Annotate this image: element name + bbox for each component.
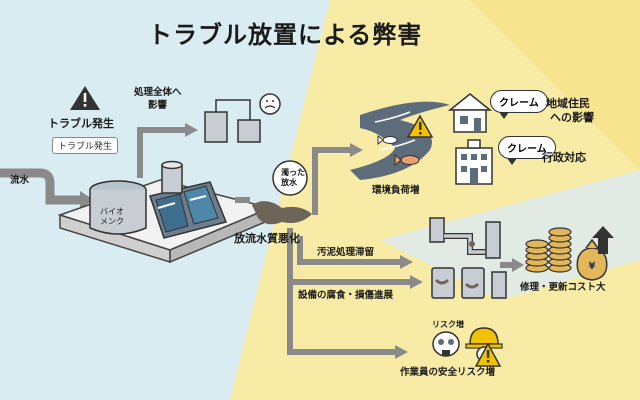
factory-icon: [204, 93, 281, 143]
arrow-equipment-head: [410, 275, 423, 289]
building-icon: [455, 139, 493, 185]
arrow-environment: [312, 147, 350, 215]
turbid-water: [252, 201, 312, 225]
svg-text:¥: ¥: [589, 261, 596, 272]
claim-bubble-2: クレーム: [498, 136, 556, 165]
bio-label-1: バイオ: [100, 207, 124, 216]
turbid-bubble: [272, 160, 308, 196]
fish-icon-2: [394, 153, 420, 167]
environment-label: 環境負荷増: [372, 185, 420, 196]
river-wave-2: [379, 139, 416, 151]
river-wave-1: [374, 111, 411, 123]
local-residents-label-2: への影響: [550, 111, 594, 124]
basin-reflection-2: [189, 195, 207, 201]
bio-label-2: メンク: [100, 217, 124, 226]
process-all-line2: 影響: [148, 100, 168, 111]
pipe-icon: [429, 217, 501, 259]
arrow-cost-head: [512, 258, 524, 272]
discharge-label: 放流水質悪化: [234, 232, 300, 245]
warning-icon-river: [406, 114, 434, 138]
arrow-sludge: [297, 236, 400, 265]
arrow-process-all-head: [185, 123, 198, 137]
basin-water-2: [183, 185, 219, 225]
claim-bubble-1: クレーム: [490, 90, 548, 119]
house-icon: [447, 93, 493, 133]
small-tower-top: [161, 160, 183, 170]
trunk-to-worker-head: [395, 345, 408, 359]
administration-label: 行政対応: [542, 151, 586, 164]
basin-water-1: [155, 193, 189, 233]
basin-reflection-1: [157, 202, 176, 209]
arrow-process-all: [137, 127, 185, 178]
cost-label: 修理・更新コスト大: [520, 282, 606, 293]
bio-tank-body: [89, 190, 147, 235]
equipment-label: 設備の腐食・損傷進展: [298, 290, 394, 301]
inflow-arrow: [0, 168, 80, 205]
background-yellow-shade: [470, 0, 640, 170]
warning-icon: [70, 86, 100, 110]
turbid-label-2: 放水: [281, 178, 297, 187]
gas-mask-icon: [432, 331, 460, 357]
worker-risk-label: 作業員の安全リスク増: [400, 367, 496, 378]
page-title: トラブル放置による弊害: [148, 21, 423, 49]
money-bag-icon: ¥: [576, 238, 608, 281]
warning-icon-worker: [474, 342, 502, 367]
up-arrow-icon: [592, 226, 614, 254]
risk-increase-label: リスク増: [432, 320, 464, 329]
inflow-label: 流水: [10, 175, 30, 186]
local-residents-label-1: 地域住民: [546, 97, 590, 110]
trouble-label: トラブル発生: [48, 117, 114, 130]
trouble-tag: トラブル発生: [52, 137, 119, 154]
arrow-environment-head: [350, 143, 363, 157]
process-all-line1: 処理全体へ: [134, 87, 182, 98]
inflow-arrowhead: [80, 191, 94, 209]
turbid-label-1: 濁った: [281, 168, 305, 177]
sludge-label: 汚泥処理滞留: [317, 247, 375, 258]
fish-icon: [377, 134, 398, 146]
trunk-to-worker: [287, 228, 395, 355]
coin-icon: [525, 227, 572, 273]
arrow-sludge-head: [400, 255, 413, 269]
drum-icon: [431, 267, 507, 299]
